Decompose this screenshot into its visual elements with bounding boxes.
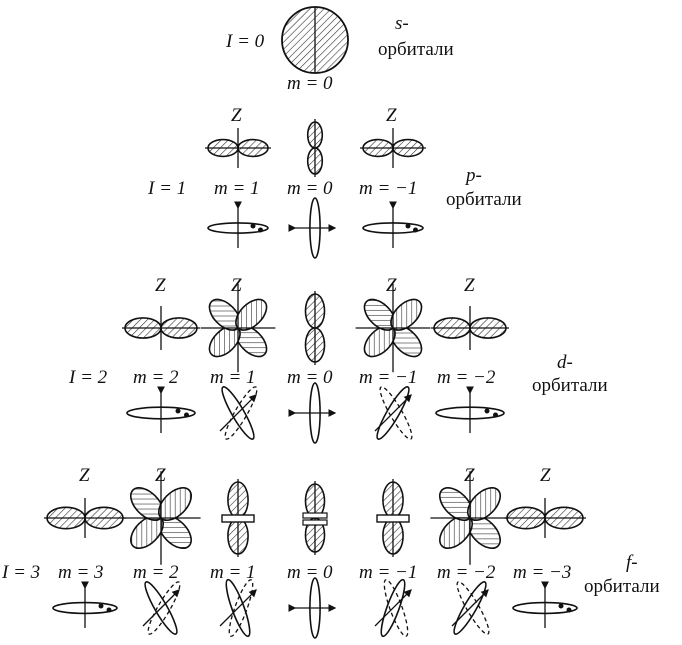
p-m-1-projection-dot-2 (413, 227, 418, 233)
f-m-1-ring-band (376, 514, 410, 523)
s-name-word: орбитали (378, 39, 454, 60)
d-m-label-0: m = 2 (133, 367, 179, 388)
f-name-word: орбитали (584, 576, 660, 597)
d-m-2-projection-dot-2 (493, 412, 498, 418)
d-z-label-1: Z (155, 275, 166, 296)
d-l-label: I = 2 (69, 367, 108, 388)
d-z-label-3: Z (386, 275, 397, 296)
f-m-label-1: m = 2 (133, 562, 179, 583)
f-m-label-4: m = −1 (359, 562, 418, 583)
p-m1-projection-dot-1 (250, 223, 256, 229)
p-name-letter: p- (466, 165, 482, 186)
p-l-label: I = 1 (148, 178, 187, 199)
f-m1-projection-ring-dashed (228, 579, 254, 637)
s-name-letter: s- (395, 13, 409, 34)
f-m-3-projection-dot-1 (558, 603, 564, 609)
f-z-label-4: Z (540, 465, 551, 486)
p-m-label-0: m = 1 (214, 178, 260, 199)
f-m-label-6: m = −3 (513, 562, 572, 583)
d-m-1-projection-axis (374, 394, 412, 432)
f-m1-projection-axis (219, 589, 257, 627)
f-l-label: I = 3 (2, 562, 41, 583)
s-l-label: I = 0 (226, 31, 265, 52)
f-m2-projection-axis (142, 589, 180, 627)
s-m-label-0: m = 0 (287, 73, 333, 94)
p-name-word: орбитали (446, 189, 522, 210)
d-m2-projection-dot-2 (184, 412, 189, 418)
d-m-label-4: m = −2 (437, 367, 496, 388)
f-m-3-projection-dot-2 (566, 607, 572, 613)
p-z-label-1: Z (231, 105, 242, 126)
d-m-label-1: m = 1 (210, 367, 256, 388)
f-z-label-1: Z (79, 465, 90, 486)
f-m2-projection-ring-dashed (147, 581, 181, 635)
f-m3-projection-dot-2 (106, 607, 112, 613)
f-m0-ring-band-bottom (302, 519, 328, 526)
d-name-word: орбитали (532, 375, 608, 396)
f-name-letter: f- (626, 552, 638, 573)
f-m-1-projection-ring-dashed (383, 579, 409, 637)
p-m-label-1: m = 0 (287, 178, 333, 199)
d-m2-projection-dot-1 (175, 408, 181, 414)
p-m-1-projection-dot-1 (405, 223, 411, 229)
f-m1-ring-band (221, 514, 255, 523)
f-m-2-projection-ring-dashed (456, 581, 490, 635)
f-m-label-5: m = −2 (437, 562, 496, 583)
f-m-1-projection-axis (374, 589, 412, 627)
d-m-1-projection-ring-dashed (379, 386, 413, 440)
f-m1-projection-ring (225, 578, 251, 638)
d-z-label-2: Z (231, 275, 242, 296)
p-m1-projection-dot-2 (258, 227, 263, 233)
f-m-label-3: m = 0 (287, 562, 333, 583)
p-z-label-2: Z (386, 105, 397, 126)
f-m-2-projection-axis (451, 589, 489, 627)
p-m-label-2: m = −1 (359, 178, 418, 199)
d-m1-projection-ring-dashed (224, 386, 258, 440)
f-m-label-2: m = 1 (210, 562, 256, 583)
d-m-label-3: m = −1 (359, 367, 418, 388)
f-z-label-3: Z (464, 465, 475, 486)
d-name-letter: d- (557, 352, 573, 373)
f-z-label-2: Z (155, 465, 166, 486)
d-m1-projection-axis (219, 394, 257, 432)
d-m-label-2: m = 0 (287, 367, 333, 388)
f-m-1-projection-ring (380, 578, 406, 638)
f-m-label-0: m = 3 (58, 562, 104, 583)
d-m-2-projection-dot-1 (484, 408, 490, 414)
f-m3-projection-dot-1 (98, 603, 104, 609)
f-m0-ring-band-top (302, 512, 328, 519)
f-m-2-projection-ring (453, 581, 487, 635)
d-m-1-projection-ring (376, 386, 410, 440)
d-z-label-4: Z (464, 275, 475, 296)
